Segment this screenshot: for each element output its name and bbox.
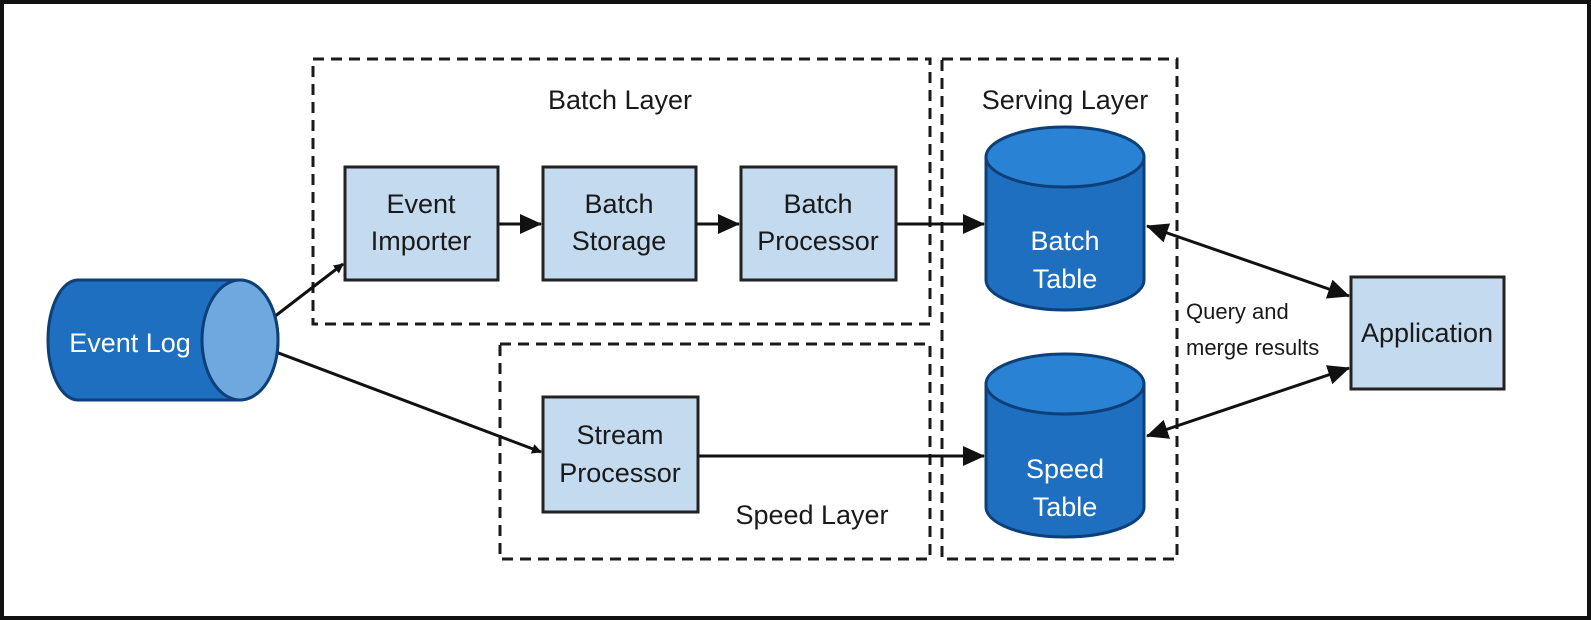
arrow-app-batch-table xyxy=(1146,223,1350,299)
batch-layer-label: Batch Layer xyxy=(548,85,692,115)
event-importer-node: Event Importer xyxy=(343,165,500,282)
serving-layer-label: Serving Layer xyxy=(982,85,1149,115)
arrow-app-speed-table xyxy=(1146,365,1350,439)
query-annotation-line-2: merge results xyxy=(1186,335,1319,360)
application-label: Application xyxy=(1361,318,1493,348)
batch-table-node: Batch Table xyxy=(984,125,1146,312)
batch-layer-boundary xyxy=(311,57,932,326)
application-node: Application xyxy=(1349,275,1506,391)
event-log-label: Event Log xyxy=(69,328,191,358)
event-importer-label-line-2: Importer xyxy=(371,226,472,256)
batch-storage-label-line-2: Storage xyxy=(572,226,667,256)
batch-processor-label-line-1: Batch xyxy=(783,189,852,219)
batch-table-label-line-1: Batch xyxy=(1030,226,1099,256)
stream-processor-label-line-2: Processor xyxy=(559,458,681,488)
batch-table-label-line-2: Table xyxy=(1033,264,1098,294)
speed-table-node: Speed Table xyxy=(984,352,1146,539)
batch-processor-label-line-2: Processor xyxy=(757,226,879,256)
serving-layer-boundary xyxy=(940,57,1179,561)
speed-table-label-line-1: Speed xyxy=(1026,454,1104,484)
speed-layer-label: Speed Layer xyxy=(735,500,888,530)
batch-storage-label-line-1: Batch xyxy=(584,189,653,219)
batch-processor-node: Batch Processor xyxy=(739,165,898,282)
batch-storage-node: Batch Storage xyxy=(541,165,698,282)
event-importer-label-line-1: Event xyxy=(386,189,456,219)
event-log-node: Event Log xyxy=(46,278,280,402)
query-annotation-line-1: Query and xyxy=(1186,299,1289,324)
stream-processor-node: Stream Processor xyxy=(541,395,700,514)
arrow-log-to-stream xyxy=(243,338,542,454)
stream-processor-label-line-1: Stream xyxy=(576,420,663,450)
speed-table-label-line-2: Table xyxy=(1033,492,1098,522)
